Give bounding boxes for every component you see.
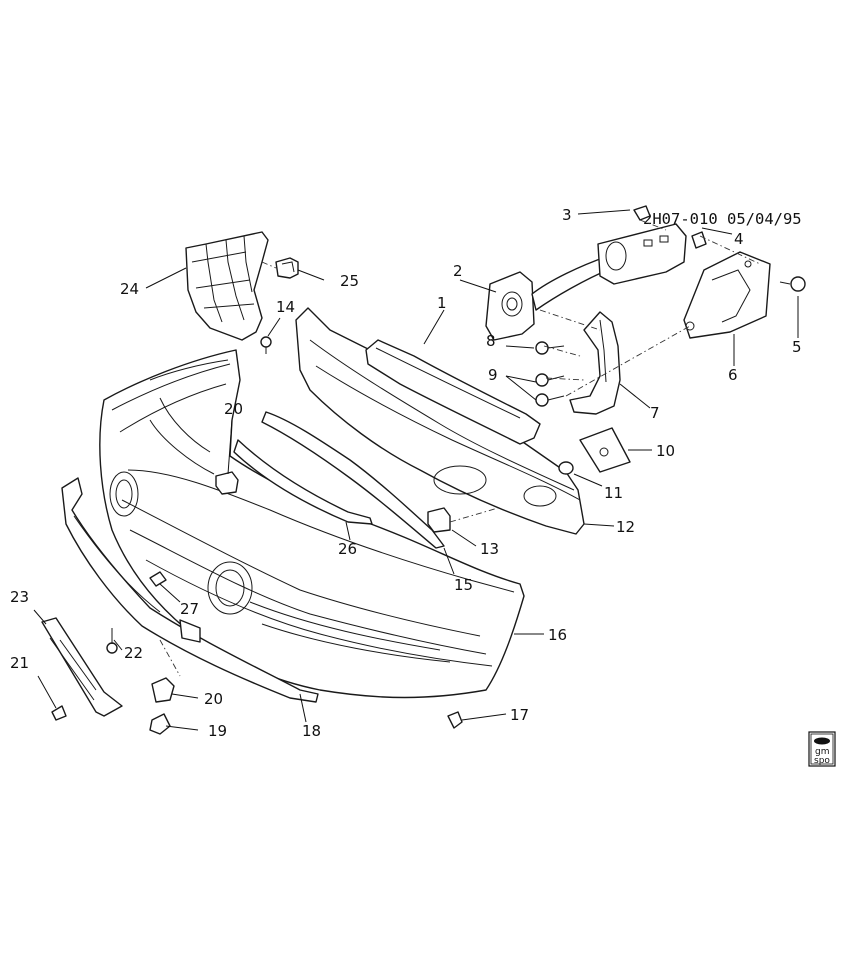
callout-21: 21 [10,654,29,672]
part-9-bolt-upper [535,373,565,387]
part-9-bolt-lower [535,393,565,407]
part-8-bolt [535,341,565,355]
callout-13: 13 [480,540,499,558]
part-18-lower-deflector [61,477,319,703]
part-5-bolt [779,276,806,292]
part-4-bracket [597,223,707,285]
diagram-code: 2H07-010 05/04/95 [643,210,802,228]
callout-leaders [33,209,799,731]
callout-11: 11 [604,484,623,502]
part-24-side-bracket [185,231,269,341]
callout-12: 12 [616,518,635,536]
part-15-strip [261,411,445,549]
part-16-front-fascia [99,349,525,699]
logo-line1: gm [815,747,829,757]
callout-3: 3 [562,206,572,224]
part-13-clip [427,507,451,533]
callout-24: 24 [120,280,139,298]
callout-labels: 1 2 3 4 5 6 7 8 9 10 11 12 13 14 15 16 1… [10,206,802,740]
callout-7: 7 [650,404,660,422]
part-17-push-pin [447,711,463,729]
part-2-mounting-flange [485,255,613,341]
part-20-lower-clip [151,677,175,703]
callout-27: 27 [180,600,199,618]
callout-6: 6 [728,366,738,384]
callout-4: 4 [734,230,744,248]
callout-9: 9 [488,366,498,384]
callout-14: 14 [276,298,295,316]
part-6-reinforcement [683,251,771,339]
part-7-bracket [569,311,621,415]
callout-26: 26 [338,540,357,558]
callout-8: 8 [486,332,496,350]
part-14-screw [260,336,272,354]
callout-15: 15 [454,576,473,594]
callout-18: 18 [302,722,321,740]
part-11-nut [558,461,574,475]
part-26-strip [233,439,373,525]
part-20-upper-clip [215,471,239,495]
callout-10: 10 [656,442,675,460]
part-22-stud [106,628,118,654]
part-25-clip [275,257,299,279]
callout-19: 19 [208,722,227,740]
callout-1: 1 [437,294,447,312]
part-19-screw [149,713,171,735]
part-27-screw [149,571,167,587]
callout-16: 16 [548,626,567,644]
gm-spo-badge-icon: gm spo [808,731,836,767]
logo-line2: spo [814,756,830,766]
callout-20-upper: 20 [224,400,243,418]
callout-22: 22 [124,644,143,662]
part-1-impact-bar [365,339,541,445]
callout-2: 2 [453,262,463,280]
callout-20-lower: 20 [204,690,223,708]
part-3-clip [633,205,651,221]
part-21-screw [51,705,67,721]
part-23-license-bracket [41,617,123,717]
callout-5: 5 [792,338,802,356]
callout-23: 23 [10,588,29,606]
callout-17: 17 [510,706,529,724]
callout-25: 25 [340,272,359,290]
part-10-plate [579,427,631,473]
